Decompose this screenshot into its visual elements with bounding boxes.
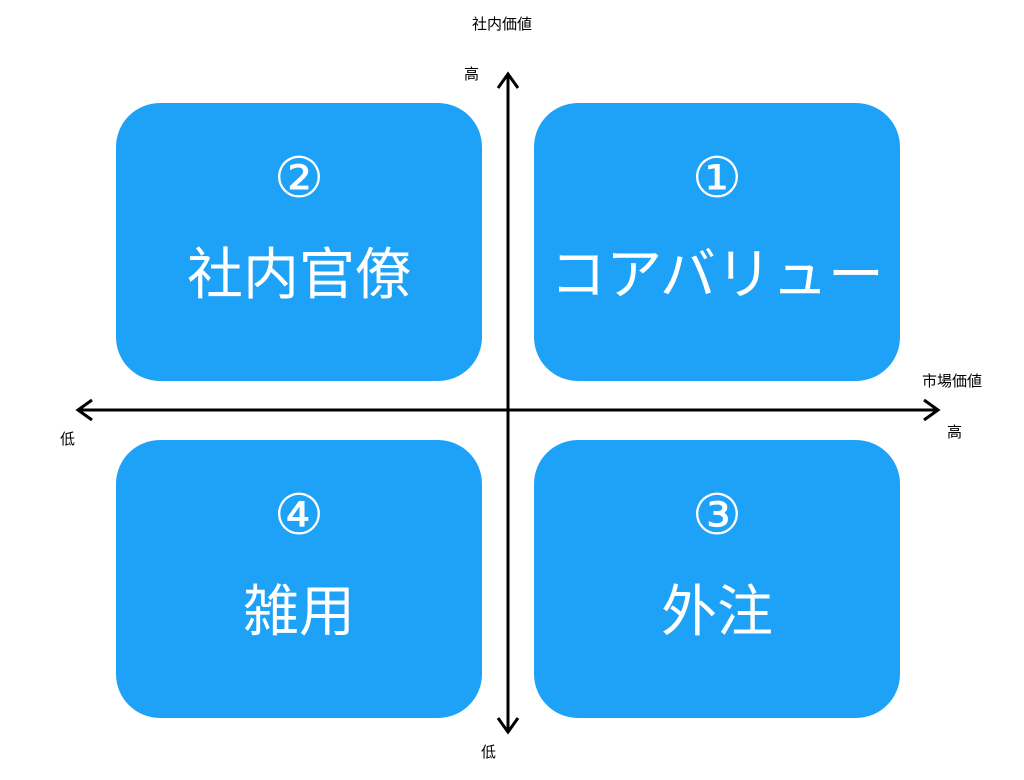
vertical-axis-title: 社内価値 [472, 15, 533, 33]
quadrant-top-right: ① コアバリュー [534, 103, 900, 381]
quadrant-bottom-right: ③ 外注 [534, 440, 900, 718]
vertical-axis-low-label: 低 [481, 743, 497, 761]
horizontal-axis-title: 市場価値 [922, 372, 983, 390]
quadrant-number: ② [273, 146, 325, 211]
quadrant-label: 社内官僚 [187, 243, 411, 308]
quadrant-number: ③ [691, 483, 743, 548]
quadrant-number: ④ [273, 483, 325, 548]
vertical-axis-high-label: 高 [464, 65, 480, 83]
horizontal-axis-low-label: 低 [60, 430, 76, 448]
quadrant-number: ① [691, 146, 743, 211]
vertical-axis-bottom-arrowhead [496, 717, 520, 735]
quadrant-label: コアバリュー [550, 243, 884, 308]
quadrant-bottom-left: ④ 雑用 [116, 440, 482, 718]
quadrant-top-left: ② 社内官僚 [116, 103, 482, 381]
quadrant-label: 外注 [661, 580, 773, 645]
horizontal-axis-left-arrowhead [75, 398, 93, 422]
vertical-axis-top-arrowhead [496, 71, 520, 89]
quadrant-label: 雑用 [243, 580, 355, 645]
horizontal-axis-right-arrowhead [923, 398, 941, 422]
horizontal-axis-high-label: 高 [947, 423, 963, 441]
